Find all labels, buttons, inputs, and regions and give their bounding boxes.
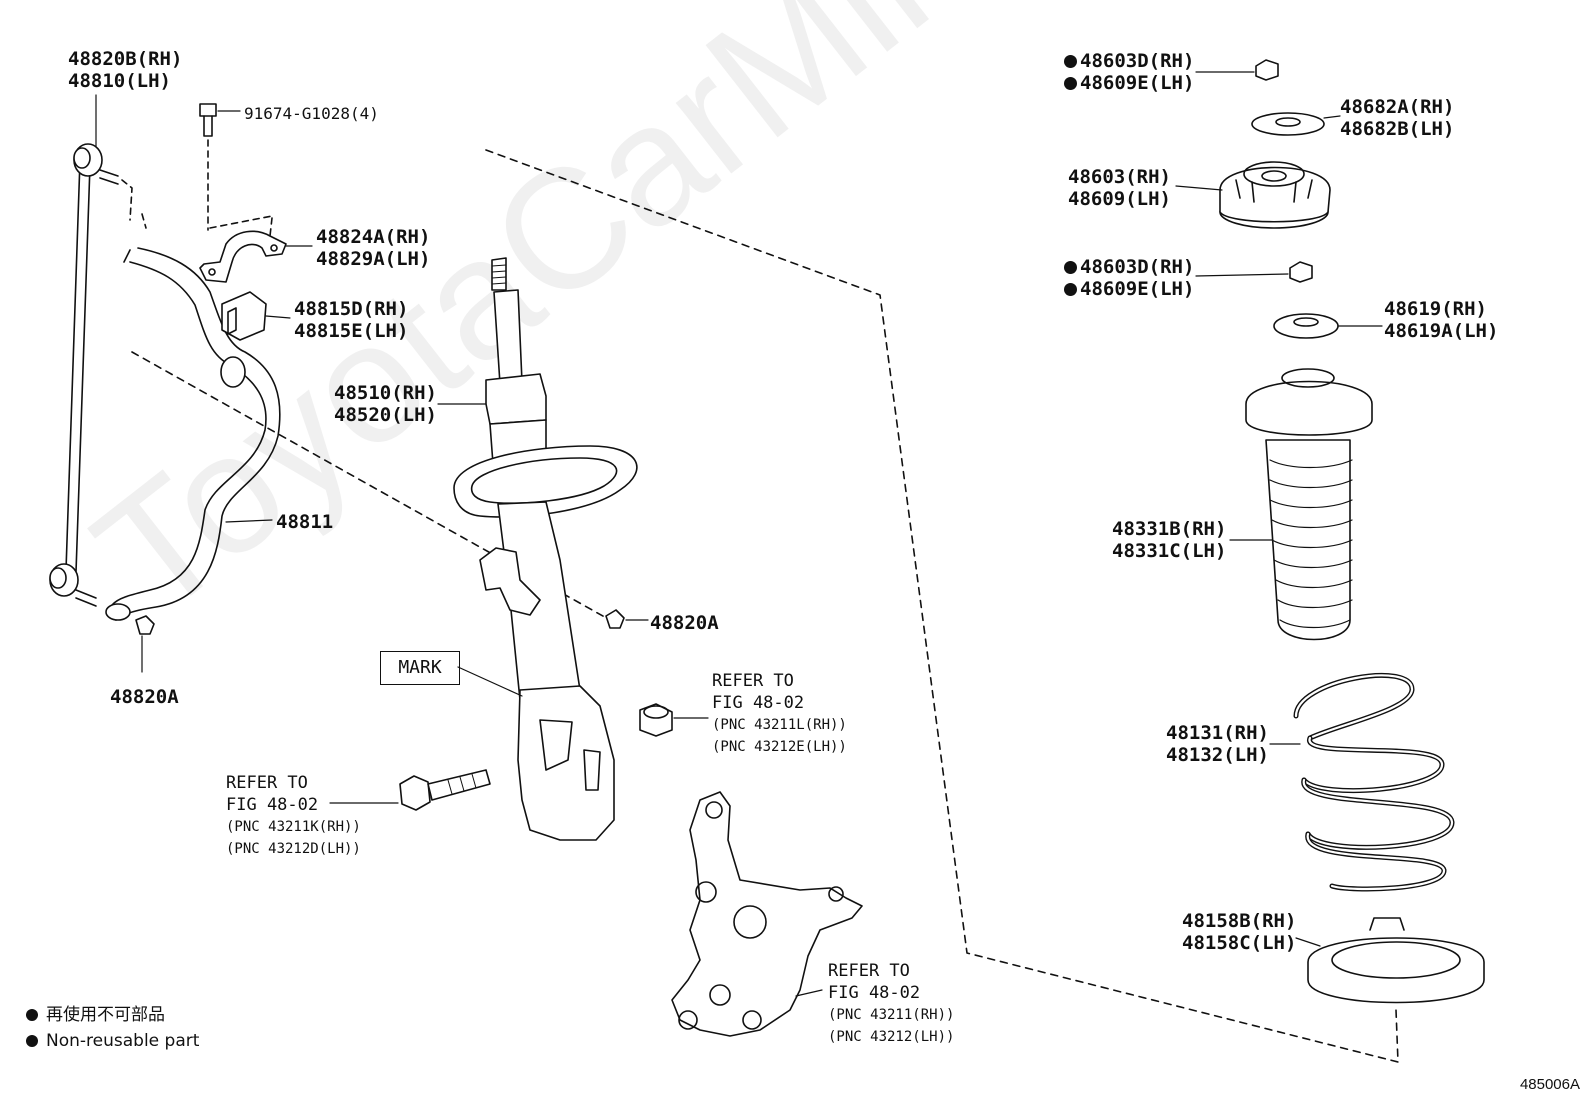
bushing-drawing [221, 291, 291, 341]
legend-en: Non-reusable part [26, 1030, 199, 1052]
label-spring: 48131(RH)48132(LH) [1166, 722, 1269, 766]
label-lower-nut: 48603D(RH) 48609E(LH) [1064, 256, 1194, 300]
label-stabilizer-bar: 48811 [276, 511, 334, 533]
label-nut-left: 48820A [110, 686, 179, 708]
strut-bolt-drawing [329, 769, 491, 811]
seat-drawing [1273, 313, 1383, 339]
label-insulator: 48158B(RH)48158C(LH) [1182, 910, 1297, 954]
lower-nut-drawing [1195, 261, 1313, 283]
non-reusable-dot-icon [1064, 55, 1077, 68]
non-reusable-dot-icon [26, 1009, 38, 1021]
label-nut-mid: 48820A [650, 612, 719, 634]
legend-jp: 再使用不可部品 [26, 1004, 165, 1026]
strut-nut-drawing [639, 703, 709, 737]
label-bolt: 91674-G1028(4) [244, 104, 379, 123]
label-bracket: 48824A(RH)48829A(LH) [316, 226, 431, 270]
spring-drawing [1269, 672, 1455, 892]
bracket-drawing [199, 230, 313, 283]
label-seat: 48619(RH)48619A(LH) [1384, 298, 1499, 342]
label-boot: 48331B(RH)48331C(LH) [1112, 518, 1227, 562]
label-support: 48603(RH)48609(LH) [1068, 166, 1171, 210]
strut-drawing [437, 257, 638, 841]
stabilizer-link-drawing [49, 94, 133, 607]
non-reusable-dot-icon [1064, 77, 1077, 90]
stabilizer-bar-drawing [105, 247, 281, 621]
non-reusable-dot-icon [1064, 283, 1077, 296]
non-reusable-dot-icon [1064, 261, 1077, 274]
label-stabilizer-link: 48820B(RH)48810(LH) [68, 48, 183, 92]
mark-box: MARK [380, 651, 460, 685]
bearing-drawing [1251, 112, 1341, 136]
boot-drawing [1229, 368, 1373, 641]
insulator-drawing [1295, 917, 1485, 1004]
support-drawing [1175, 161, 1331, 229]
figure-code: 485006A [1519, 1076, 1580, 1093]
label-strut: 48510(RH)48520(LH) [334, 382, 437, 426]
label-top-nut: 48603D(RH) 48609E(LH) [1064, 50, 1194, 94]
label-bushing: 48815D(RH)48815E(LH) [294, 298, 409, 342]
assembly-outline [485, 149, 1399, 1063]
top-nut-drawing [1195, 59, 1279, 81]
bolt-drawing [199, 103, 273, 237]
non-reusable-dot-icon [26, 1035, 38, 1047]
knuckle-drawing [671, 791, 863, 1037]
nut-drawing [135, 609, 649, 673]
label-bearing: 48682A(RH)48682B(LH) [1340, 96, 1455, 140]
